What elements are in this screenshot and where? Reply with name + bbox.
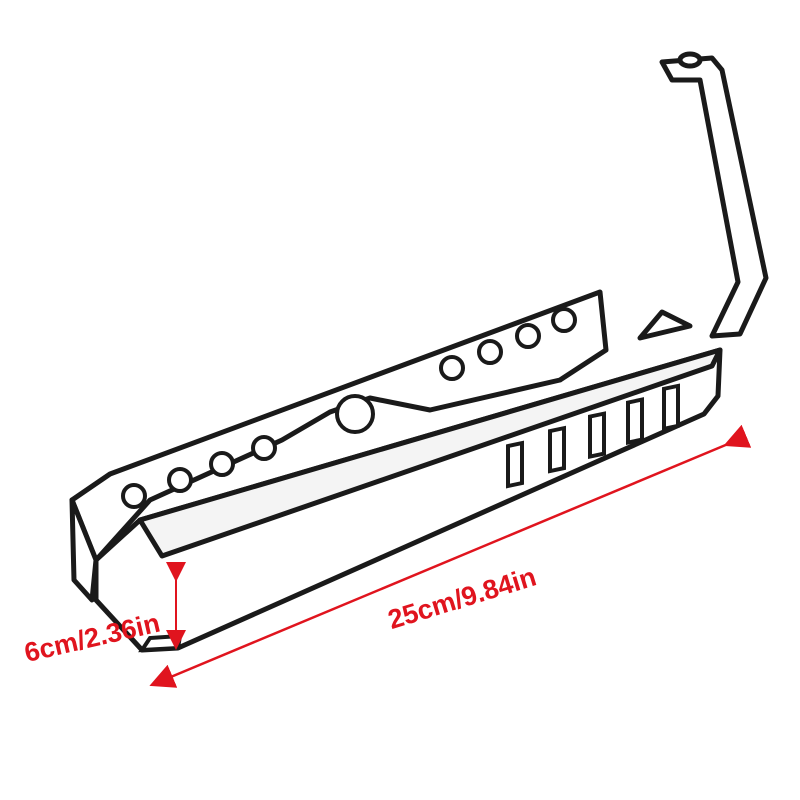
vent-hole [167,467,193,493]
mounting-arm [659,55,769,339]
vent-slot [588,411,606,460]
vent-hole [551,307,577,333]
length-arrow [149,424,752,688]
arm-mount-hole [677,51,703,69]
left-end-plate [69,497,99,603]
rear-tab [637,309,693,341]
vent-hole [439,355,465,381]
vent-hole [121,483,147,509]
vent-slot [506,440,524,489]
vent-hole [251,435,277,461]
vent-hole [209,451,235,477]
vent-slot [626,397,644,445]
vent-hole [515,323,541,349]
vent-slot [662,383,680,432]
back-wall [69,289,609,563]
vent-hole [477,339,503,365]
vent-slot [548,425,566,474]
center-hole [335,394,375,434]
